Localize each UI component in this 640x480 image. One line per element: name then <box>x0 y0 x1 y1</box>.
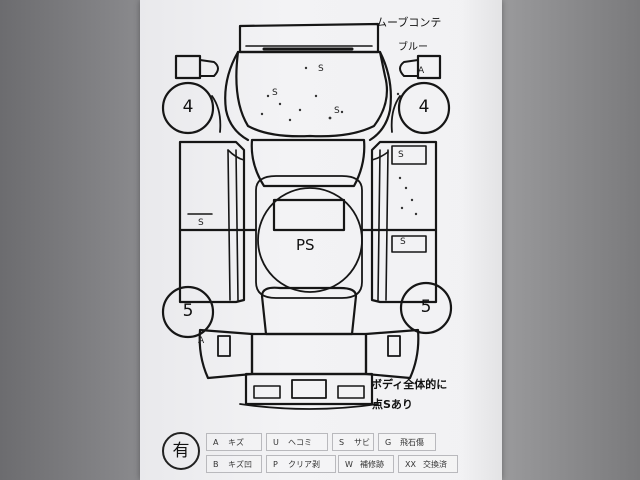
left-side-line2 <box>235 149 239 301</box>
legend-label: サビ <box>354 438 370 447</box>
legend-label: キズ凹 <box>228 460 252 469</box>
legend-label: 補修跡 <box>360 460 384 469</box>
rear-bumper-right-lamp <box>337 385 365 399</box>
right-side-lower-box <box>391 235 427 253</box>
tire-rear-left <box>161 285 215 339</box>
tire-rear-right-value: 5 <box>420 297 432 317</box>
legend-code: S <box>339 438 345 447</box>
tire-rear-right <box>399 281 453 335</box>
legend-item-p: P クリア剥 <box>266 455 336 473</box>
scattered-dots <box>260 66 418 216</box>
rear-right-light <box>387 335 401 357</box>
inspection-sheet <box>140 0 502 480</box>
legend-code: W <box>345 460 353 469</box>
legend-code: P <box>273 460 278 469</box>
windshield <box>250 138 366 188</box>
mark-right-door-rear: S <box>400 237 406 247</box>
mark-hood-right: S <box>334 106 340 116</box>
legend-item-g: G 飛石傷 <box>378 433 436 451</box>
model-name: ムーブコンテ <box>376 16 442 29</box>
mirror-right-tip <box>399 59 419 77</box>
tire-front-right-value: 4 <box>418 97 430 117</box>
mark-right-door-front: S <box>398 150 404 160</box>
legend-code: XX <box>405 460 416 469</box>
front-left-fender <box>224 50 250 142</box>
mirror-left-tip <box>199 59 219 77</box>
legend-label: クリア剥 <box>288 460 320 469</box>
left-mirror-cap <box>227 149 245 161</box>
front-right-arch <box>390 95 401 133</box>
right-mirror-cap <box>371 151 389 161</box>
mirror-right <box>416 54 442 80</box>
presence-label: 有 <box>162 432 200 470</box>
roof-panel <box>272 198 346 232</box>
front-right-fender <box>368 50 392 142</box>
rear-window <box>260 286 358 336</box>
legend-label: 飛石傷 <box>400 438 424 447</box>
right-side-line1 <box>385 149 389 301</box>
legend-item-xx: XX 交換済 <box>398 455 458 473</box>
rear-bumper-left-lamp <box>253 385 281 399</box>
power-steering-label: PS <box>296 236 315 254</box>
roof-outline <box>255 175 363 299</box>
legend-item-b: B キズ凹 <box>206 455 262 473</box>
tire-rear-left-value: 5 <box>182 301 194 321</box>
rear-left-quarter <box>198 328 254 380</box>
roof-circle <box>257 187 363 293</box>
rear-bumper-plate <box>291 379 327 399</box>
mark-hood-left: S <box>272 88 278 98</box>
overall-note-line2: 点Sあり <box>372 398 413 411</box>
rear-left-light <box>217 335 231 357</box>
rear-bumper-lower <box>239 403 379 410</box>
legend-code: G <box>385 438 392 447</box>
tire-front-left <box>161 81 215 135</box>
legend-code: A <box>213 438 219 447</box>
legend-item-u: U ヘコミ <box>266 433 328 451</box>
paper-shade <box>462 0 502 480</box>
tire-front-right <box>397 81 451 135</box>
right-body-side <box>370 140 438 304</box>
background-right <box>502 0 640 480</box>
mark-mirror-right: A <box>418 66 425 76</box>
mark-roof-front: S <box>318 64 324 74</box>
rear-right-quarter <box>364 328 420 380</box>
right-side-upper-box <box>391 145 427 165</box>
legend-label: キズ <box>228 438 244 447</box>
tire-front-left-value: 4 <box>182 97 194 117</box>
left-side-line1 <box>227 149 231 301</box>
color-name: ブルー <box>398 42 428 53</box>
rear-body <box>250 332 368 376</box>
overall-note-line1: ボディ全体的に <box>371 378 448 391</box>
legend-label: ヘコミ <box>288 438 312 447</box>
rear-bumper <box>244 372 374 406</box>
mark-rear-left-bumper: A <box>198 336 205 346</box>
front-left-arch <box>211 95 222 133</box>
left-body-side <box>178 140 246 304</box>
mark-left-door: S <box>198 218 204 228</box>
mirror-left <box>174 54 202 80</box>
right-side-line2 <box>377 149 381 301</box>
hood <box>235 50 389 138</box>
legend-label: 交換済 <box>423 460 447 469</box>
legend-code: U <box>273 438 279 447</box>
legend-code: B <box>213 460 219 469</box>
legend-item-a: A キズ <box>206 433 262 451</box>
legend-item-s: S サビ <box>332 433 374 451</box>
background-left <box>0 0 140 480</box>
legend-item-w: W 補修跡 <box>338 455 394 473</box>
